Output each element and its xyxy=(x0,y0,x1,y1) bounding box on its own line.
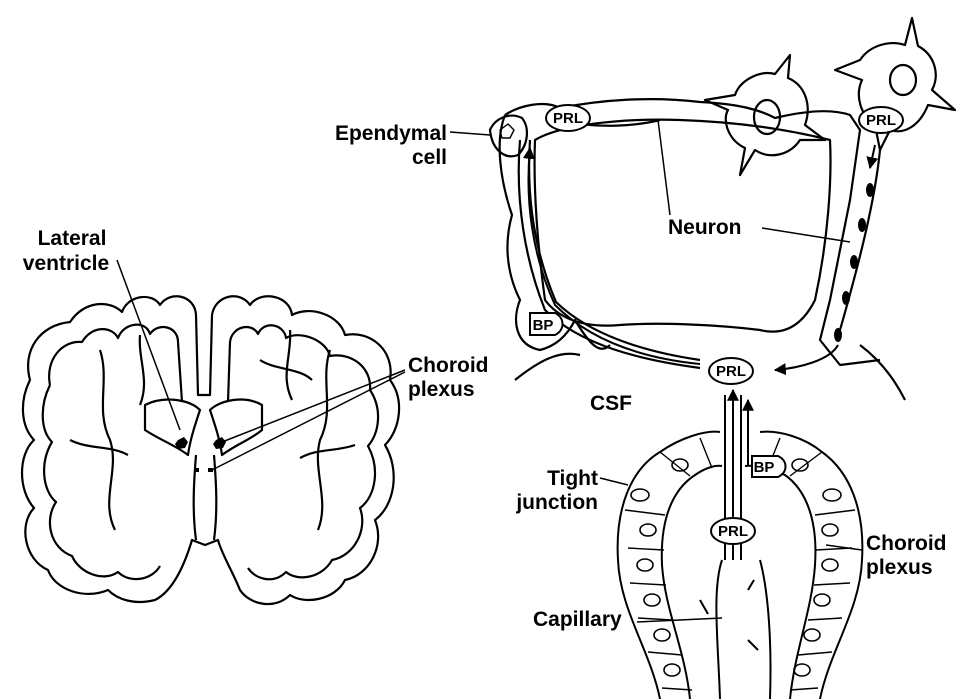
svg-text:PRL: PRL xyxy=(716,363,746,380)
label-lateral-ventricle: Lateral ventricle xyxy=(23,227,109,275)
prl-tag-capillary: PRL xyxy=(711,518,755,544)
label-ependymal-cell: Ependymal cell xyxy=(335,122,447,169)
svg-text:junction: junction xyxy=(515,491,598,514)
prl-tag-ependymal: PRL xyxy=(546,105,590,131)
neuron-leader-a xyxy=(658,120,670,215)
neuron-1 xyxy=(705,55,825,175)
svg-text:Ependymal: Ependymal xyxy=(335,122,447,145)
svg-text:plexus: plexus xyxy=(866,556,933,579)
brain-coronal-section xyxy=(22,296,399,604)
tight-junction-leader xyxy=(600,478,628,485)
label-choroid-plexus-right: Choroid plexus xyxy=(866,532,946,579)
ventricular-wall xyxy=(490,18,955,400)
svg-text:ventricle: ventricle xyxy=(23,252,109,275)
prl-tag-neuron: PRL xyxy=(859,107,903,133)
label-neuron: Neuron xyxy=(668,216,742,239)
svg-text:PRL: PRL xyxy=(866,112,896,129)
label-csf: CSF xyxy=(590,392,632,415)
ependymal-leader xyxy=(450,132,490,135)
svg-text:plexus: plexus xyxy=(408,378,475,401)
label-choroid-plexus-left: Choroid plexus xyxy=(408,354,488,401)
ependymal-cell xyxy=(490,116,527,157)
prl-tag-csf: PRL xyxy=(709,358,753,384)
svg-text:Choroid: Choroid xyxy=(866,532,946,555)
svg-text:Lateral: Lateral xyxy=(38,227,107,250)
svg-text:cell: cell xyxy=(412,146,447,169)
svg-text:PRL: PRL xyxy=(553,110,583,127)
capillary-vessel xyxy=(716,560,770,699)
bp-tag-choroid: BP xyxy=(752,456,786,477)
label-tight-junction: Tight junction xyxy=(515,467,598,514)
arrow-axon-to-csf xyxy=(775,345,838,370)
bp-tag-ependymal: BP xyxy=(530,313,563,335)
svg-text:Choroid: Choroid xyxy=(408,354,488,377)
svg-text:Tight: Tight xyxy=(547,467,598,490)
svg-text:PRL: PRL xyxy=(718,523,748,540)
svg-text:BP: BP xyxy=(533,317,554,334)
label-capillary: Capillary xyxy=(533,608,622,631)
neuron-leader-b xyxy=(762,228,850,242)
arrow-neuron-down xyxy=(870,145,875,168)
svg-text:BP: BP xyxy=(754,459,775,476)
